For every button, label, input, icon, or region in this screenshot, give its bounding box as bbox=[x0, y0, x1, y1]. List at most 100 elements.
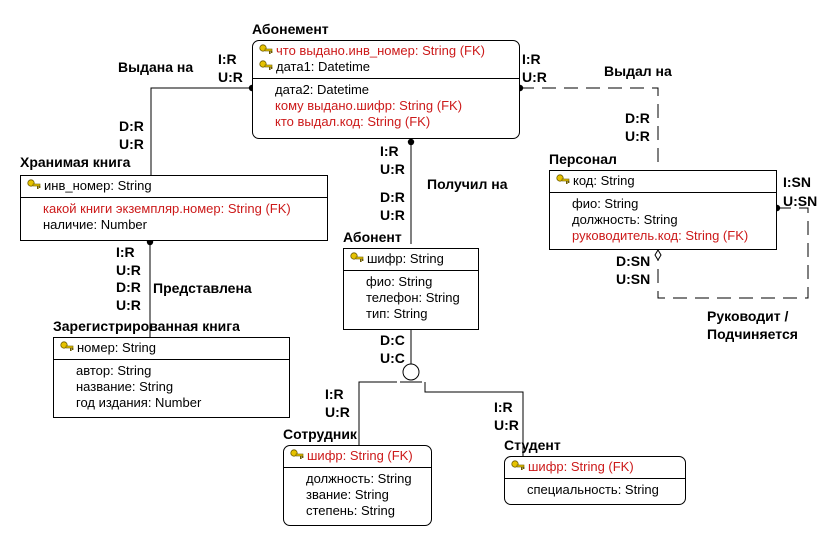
attr: фио: String bbox=[366, 274, 433, 289]
constraint-label: U:C bbox=[380, 350, 405, 366]
rel-vydal-na: Выдал на bbox=[604, 63, 672, 79]
key-section: шифр: String (FK) bbox=[505, 457, 685, 479]
key-section: код: String bbox=[550, 171, 776, 193]
constraint-label: U:R bbox=[522, 69, 547, 85]
attr-section: фио: String телефон: String тип: String bbox=[344, 271, 478, 325]
entity-personal[interactable]: код: String фио: String должность: Strin… bbox=[549, 170, 777, 250]
constraint-label: I:R bbox=[116, 244, 135, 260]
attr-section: должность: String звание: String степень… bbox=[284, 468, 431, 522]
attr-text: код: String bbox=[573, 173, 635, 188]
attr: руководитель.код: String (FK) bbox=[572, 228, 749, 243]
attr: телефон: String bbox=[366, 290, 460, 305]
attr: кто выдал.код: String (FK) bbox=[275, 114, 431, 129]
attr-section: какой книги экземпляр.номер: String (FK)… bbox=[21, 198, 327, 236]
entity-title-abonement: Абонемент bbox=[252, 21, 329, 37]
entity-zaregistrirovannaya-kniga[interactable]: номер: String автор: String название: St… bbox=[53, 337, 290, 418]
rel-poluchil-na: Получил на bbox=[427, 176, 508, 192]
key-icon bbox=[556, 174, 570, 186]
key-section: шифр: String (FK) bbox=[284, 446, 431, 468]
key-attr: код: String bbox=[556, 173, 770, 189]
key-attr: что выдано.инв_номер: String (FK) bbox=[259, 43, 513, 59]
constraint-label: U:R bbox=[119, 136, 144, 152]
key-icon bbox=[350, 252, 364, 264]
attr: степень: String bbox=[306, 503, 395, 518]
rel-predstavlena: Представлена bbox=[153, 280, 252, 296]
key-icon bbox=[259, 60, 273, 72]
key-icon bbox=[511, 460, 525, 472]
entity-student[interactable]: шифр: String (FK) специальность: String bbox=[504, 456, 686, 505]
attr: должность: String bbox=[572, 212, 678, 227]
key-section: номер: String bbox=[54, 338, 289, 360]
constraint-label: U:R bbox=[218, 69, 243, 85]
attr-text: шифр: String bbox=[367, 251, 444, 266]
constraint-label: I:R bbox=[325, 386, 344, 402]
attr-text: дата1: Datetime bbox=[276, 59, 371, 74]
key-section: шифр: String bbox=[344, 249, 478, 271]
attr-section: автор: String название: String год издан… bbox=[54, 360, 289, 414]
entity-title-zaregistr: Зарегистрированная книга bbox=[53, 318, 240, 334]
constraint-label: I:R bbox=[494, 399, 513, 415]
entity-sotrudnik[interactable]: шифр: String (FK) должность: String зван… bbox=[283, 445, 432, 526]
key-section: что выдано.инв_номер: String (FK) дата1:… bbox=[253, 41, 519, 79]
entity-title-student: Студент bbox=[504, 437, 561, 453]
constraint-label: U:R bbox=[325, 404, 350, 420]
constraint-label: U:SN bbox=[616, 271, 651, 287]
constraint-label: U:R bbox=[380, 161, 405, 177]
constraint-label: U:R bbox=[116, 297, 141, 313]
attr-section: фио: String должность: String руководите… bbox=[550, 193, 776, 247]
attr: название: String bbox=[76, 379, 174, 394]
entity-title-abonent: Абонент bbox=[343, 229, 402, 245]
entity-khranimaya-kniga[interactable]: инв_номер: String какой книги экземпляр.… bbox=[20, 175, 328, 241]
constraint-label: D:C bbox=[380, 332, 405, 348]
rel-vydana-na: Выдана на bbox=[118, 59, 194, 75]
line-subtype-student bbox=[424, 382, 524, 456]
constraint-label: I:R bbox=[218, 51, 237, 67]
attr-section: специальность: String bbox=[505, 479, 685, 501]
constraint-label: I:SN bbox=[783, 174, 811, 190]
entity-title-sotrudnik: Сотрудник bbox=[283, 426, 357, 442]
key-attr: шифр: String (FK) bbox=[511, 459, 679, 475]
constraint-label: U:R bbox=[494, 417, 519, 433]
attr-text: номер: String bbox=[77, 340, 156, 355]
attr-text: шифр: String (FK) bbox=[307, 448, 413, 463]
dot-abonement-bottom bbox=[407, 138, 415, 146]
key-attr: шифр: String bbox=[350, 251, 472, 267]
key-section: инв_номер: String bbox=[21, 176, 327, 198]
attr: дата2: Datetime bbox=[275, 82, 370, 97]
diamond-personal bbox=[654, 249, 662, 261]
rel-rukovodit: Руководит / Подчиняется bbox=[707, 308, 798, 342]
line-vydana-na bbox=[150, 87, 252, 175]
constraint-label: U:R bbox=[380, 207, 405, 223]
attr: тип: String bbox=[366, 306, 428, 321]
attr: фио: String bbox=[572, 196, 639, 211]
constraint-label: D:R bbox=[380, 189, 405, 205]
line-vydal-na bbox=[520, 87, 659, 172]
key-icon bbox=[27, 179, 41, 191]
constraint-label: I:R bbox=[522, 51, 541, 67]
constraint-label: U:R bbox=[116, 262, 141, 278]
attr-section: дата2: Datetime кому выдано.шифр: String… bbox=[253, 79, 519, 133]
entity-title-personal: Персонал bbox=[549, 151, 617, 167]
constraint-label: D:SN bbox=[616, 253, 651, 269]
key-icon bbox=[259, 44, 273, 56]
attr-text: шифр: String (FK) bbox=[528, 459, 634, 474]
constraint-label: U:SN bbox=[783, 193, 818, 209]
entity-abonent[interactable]: шифр: String фио: String телефон: String… bbox=[343, 248, 479, 330]
line-rukovodit bbox=[657, 207, 809, 299]
key-attr: номер: String bbox=[60, 340, 283, 356]
key-attr: инв_номер: String bbox=[27, 178, 321, 194]
constraint-label: D:R bbox=[119, 118, 144, 134]
attr: какой книги экземпляр.номер: String (FK) bbox=[43, 201, 291, 216]
attr-text: инв_номер: String bbox=[44, 178, 152, 193]
attr: год издания: Number bbox=[76, 395, 202, 410]
attr-text: что выдано.инв_номер: String (FK) bbox=[276, 43, 485, 58]
attr: автор: String bbox=[76, 363, 152, 378]
entity-abonement[interactable]: что выдано.инв_номер: String (FK) дата1:… bbox=[252, 40, 520, 139]
constraint-label: I:R bbox=[380, 143, 399, 159]
attr: специальность: String bbox=[527, 482, 659, 497]
key-attr: шифр: String (FK) bbox=[290, 448, 425, 464]
key-icon bbox=[290, 449, 304, 461]
attr: должность: String bbox=[306, 471, 412, 486]
key-attr: дата1: Datetime bbox=[259, 59, 513, 75]
